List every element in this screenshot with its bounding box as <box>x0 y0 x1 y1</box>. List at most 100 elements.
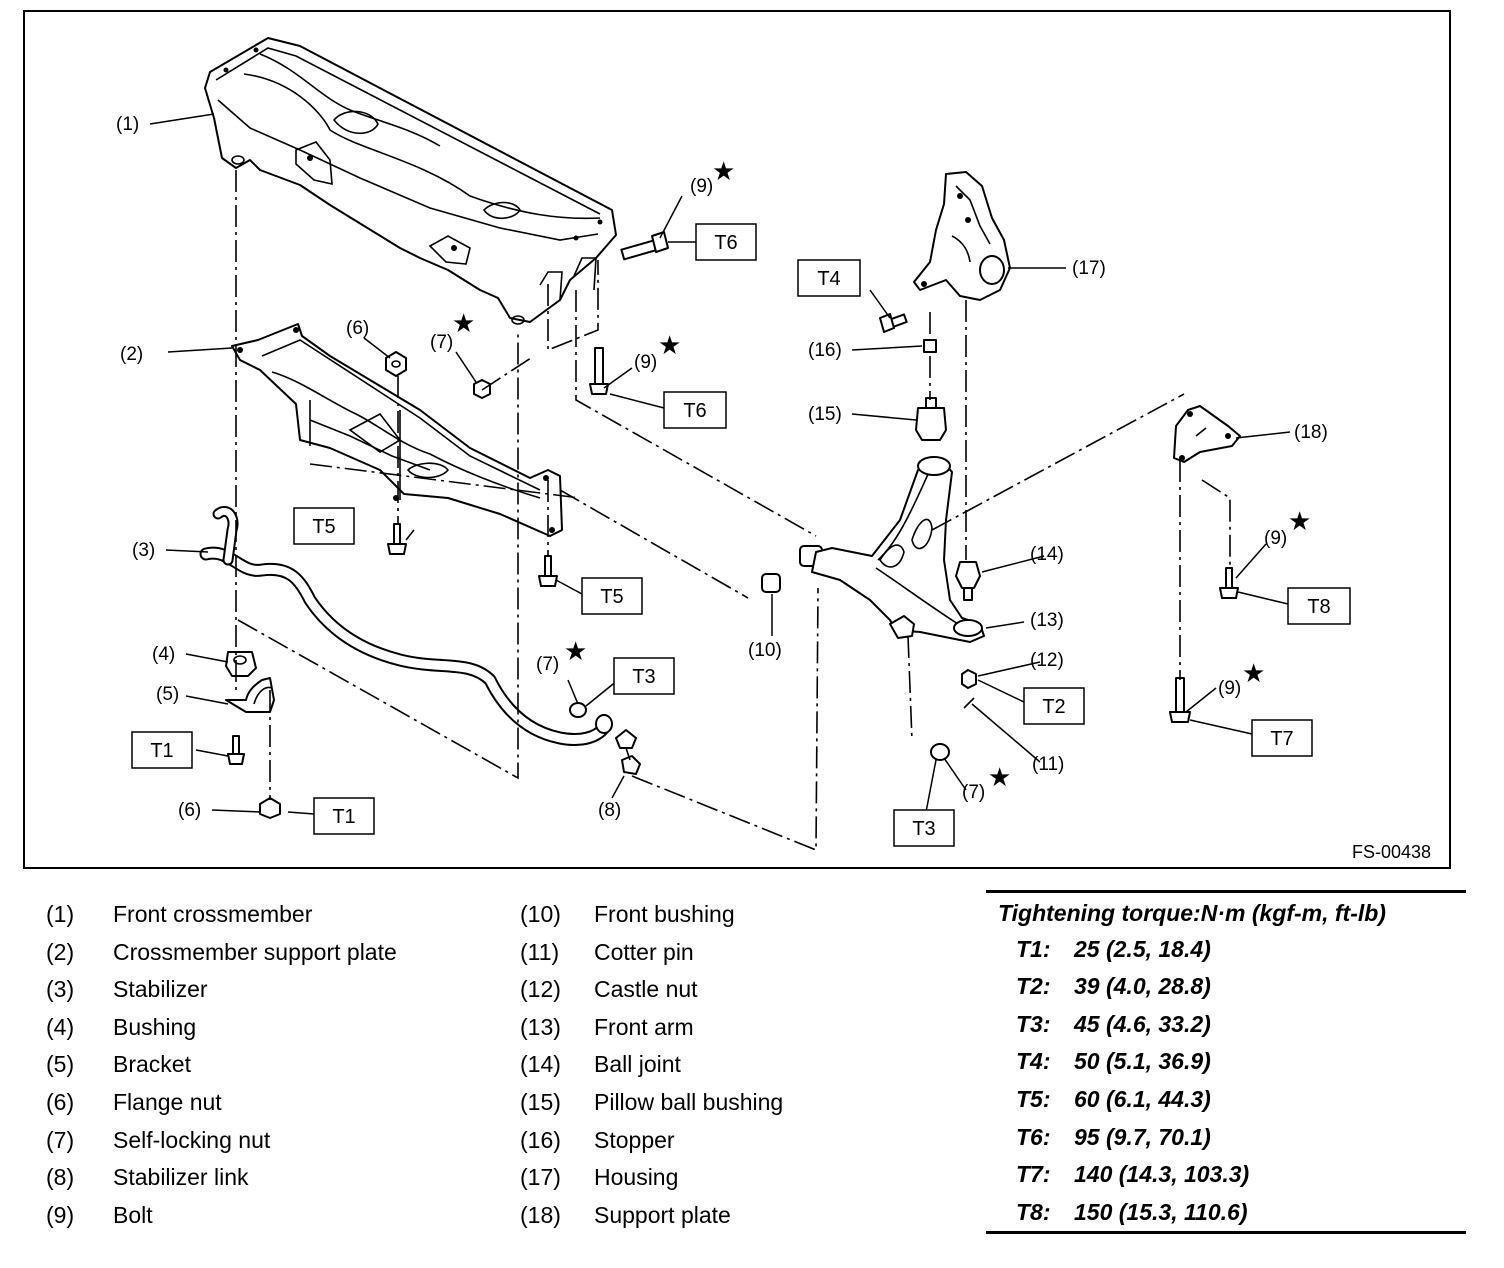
svg-text:T4: T4 <box>817 268 840 290</box>
legend-row: (17)Housing <box>520 1159 783 1197</box>
callout-9-right-lower: (9) <box>1218 678 1241 699</box>
callout-7-upper: (7) <box>430 332 453 353</box>
legend-row: (16) Stopper <box>520 1122 783 1160</box>
svg-text:T7: T7 <box>1270 728 1293 750</box>
star-icon: ★ <box>658 330 681 360</box>
legend-number: (2) <box>46 938 75 965</box>
legend-row: (4) Bushing <box>46 1009 397 1047</box>
torque-code: T5: <box>1016 1085 1051 1112</box>
torque-row: T8:150 (15.3, 110.6) <box>986 1194 1466 1232</box>
legend-row: (8) Stabilizer link <box>46 1159 397 1197</box>
legend-number: (16) <box>520 1126 561 1153</box>
torque-box-t5-right: T5 <box>581 577 643 615</box>
torque-code: T1: <box>1016 935 1051 962</box>
torque-box-t6-middle: T6 <box>663 391 727 429</box>
svg-text:T6: T6 <box>714 232 737 254</box>
callout-6-upper: (6) <box>346 318 369 339</box>
svg-text:T2: T2 <box>1042 696 1065 718</box>
legend-part-name: Stopper <box>594 1126 675 1153</box>
torque-box-t1-lower: T1 <box>313 797 375 835</box>
legend-part-name: Stabilizer link <box>113 1164 249 1191</box>
torque-box-t5-left: T5 <box>293 507 355 545</box>
star-icon: ★ <box>452 308 475 338</box>
torque-table: Tightening torque:N·m (kgf-m, ft-lb) T1:… <box>986 890 1466 1235</box>
legend-part-name: Front bushing <box>594 901 735 927</box>
torque-value: 150 (15.3, 110.6) <box>1074 1198 1248 1225</box>
legend-number: (14) <box>520 1051 561 1078</box>
legend-part-name: Housing <box>594 1164 679 1191</box>
legend-number: (3) <box>46 976 75 1003</box>
exploded-parts-diagram: (1) (2) (3) (4) (5) (6) (6) (7) (7) (7) … <box>23 10 1451 869</box>
legend-number: (13) <box>520 1013 561 1040</box>
torque-value: 95 (9.7, 70.1) <box>1074 1123 1211 1150</box>
torque-box-t4: T4 <box>797 259 861 297</box>
torque-row: T3:45 (4.6, 33.2) <box>986 1006 1466 1044</box>
torque-table-top-rule <box>986 890 1466 893</box>
torque-code: T7: <box>1016 1161 1051 1188</box>
callout-13: (13) <box>1030 610 1064 631</box>
parts-legend: (1) Front crossmember (2) Crossmember supp… <box>0 890 1504 1250</box>
legend-row: (14) Ball joint <box>520 1046 783 1084</box>
callout-10: (10) <box>748 640 782 661</box>
legend-part-name: Support plate <box>594 1201 731 1228</box>
callout-7-middle: (7) <box>536 654 559 675</box>
torque-box-t3-lower: T3 <box>893 809 955 847</box>
callout-15: (15) <box>808 404 842 425</box>
torque-row: T5:60 (6.1, 44.3) <box>986 1081 1466 1119</box>
legend-part-name: Bracket <box>113 1051 191 1078</box>
callout-9-middle: (9) <box>634 352 657 373</box>
callout-5: (5) <box>156 684 179 705</box>
legend-number: (4) <box>46 1013 75 1040</box>
callout-6-lower: (6) <box>178 800 201 821</box>
legend-row: (5) Bracket <box>46 1046 397 1084</box>
front-crossmember-drawing <box>204 37 617 325</box>
torque-box-t8: T8 <box>1287 587 1351 625</box>
legend-row: (11)Cotter pin <box>520 934 783 972</box>
callout-8: (8) <box>598 800 621 821</box>
callout-11: (11) <box>1032 754 1064 775</box>
legend-part-name: Castle nut <box>594 976 698 1003</box>
legend-number: (8) <box>46 1164 75 1191</box>
crossmember-support-plate-drawing <box>231 323 563 537</box>
callout-14: (14) <box>1030 544 1064 565</box>
legend-number: (1) <box>46 901 75 927</box>
legend-part-name: Front crossmember <box>113 901 313 927</box>
star-marks: ★ ★ ★ ★ ★ ★ ★ <box>452 156 1311 792</box>
assembly-lines <box>235 170 1231 852</box>
legend-part-name: Flange nut <box>113 1088 222 1115</box>
callout-18: (18) <box>1294 422 1328 443</box>
svg-text:T8: T8 <box>1307 596 1330 618</box>
callout-7-lower: (7) <box>962 782 985 803</box>
legend-part-name: Front arm <box>594 1013 694 1040</box>
legend-number: (15) <box>520 1088 561 1115</box>
torque-value: 50 (5.1, 36.9) <box>1074 1048 1211 1075</box>
legend-number: (11) <box>520 938 560 965</box>
legend-row: (6)Flange nut <box>46 1084 397 1122</box>
legend-column-middle: (10)Front bushing (11)Cotter pin (12) Cas… <box>520 896 783 1234</box>
torque-code: T3: <box>1016 1010 1051 1037</box>
legend-row: (12) Castle nut <box>520 971 783 1009</box>
legend-part-name: Ball joint <box>594 1051 681 1078</box>
svg-text:T5: T5 <box>600 586 623 608</box>
torque-value: 25 (2.5, 18.4) <box>1074 935 1211 962</box>
torque-table-bottom-rule <box>986 1231 1466 1235</box>
star-icon: ★ <box>1242 658 1265 688</box>
torque-box-t3-middle: T3 <box>613 657 675 695</box>
legend-row: (10)Front bushing <box>520 896 783 934</box>
legend-row: (7)Self-locking nut <box>46 1122 397 1160</box>
svg-text:T1: T1 <box>332 806 355 828</box>
legend-row: (2) Crossmember support plate <box>46 934 397 972</box>
svg-text:T6: T6 <box>683 400 706 422</box>
legend-part-name: Bushing <box>113 1013 197 1040</box>
legend-part-name: Pillow ball bushing <box>594 1088 784 1115</box>
torque-box-t2: T2 <box>1023 687 1085 725</box>
legend-number: (5) <box>46 1051 75 1078</box>
callout-17: (17) <box>1072 258 1106 279</box>
stabilizer-drawing <box>199 505 613 747</box>
legend-number: (12) <box>520 976 561 1003</box>
torque-row: T7:140 (14.3, 103.3) <box>986 1156 1466 1194</box>
torque-boxes: T6 T6 T4 T5 T5 T3 T1 T1 <box>131 223 1351 847</box>
support-plate-drawing <box>1173 405 1241 463</box>
legend-part-name: Crossmember support plate <box>113 938 397 965</box>
svg-text:T3: T3 <box>632 666 655 688</box>
